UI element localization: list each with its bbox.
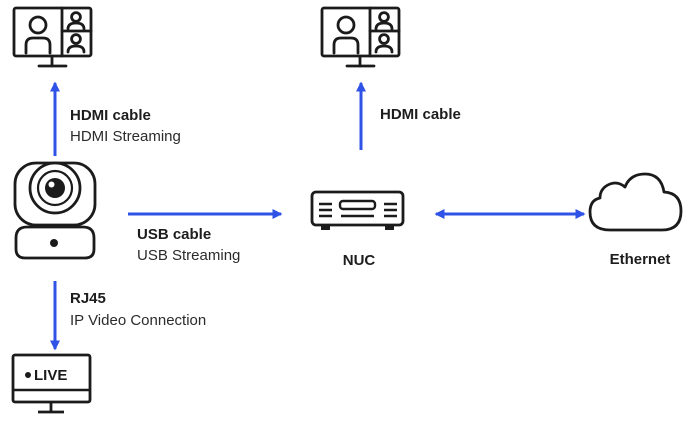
usb-title: USB cable — [137, 226, 212, 243]
connection-arrows — [50, 81, 586, 351]
video-conference-monitor-icon — [320, 6, 401, 68]
rj45-subtitle: IP Video Connection — [70, 312, 207, 329]
live-label: LIVE — [34, 367, 67, 384]
rj45-title: RJ45 — [70, 290, 106, 307]
cloud-icon — [588, 172, 683, 232]
nuc-computer-icon — [310, 190, 405, 230]
nuc-label: NUC — [342, 252, 376, 269]
video-conference-monitor-icon — [12, 6, 93, 68]
ptz-camera-icon — [13, 161, 97, 260]
hdmi-left-subtitle: HDMI Streaming — [70, 128, 181, 145]
usb-subtitle: USB Streaming — [137, 247, 241, 264]
ethernet-label: Ethernet — [609, 251, 671, 268]
hdmi-left-title: HDMI cable — [70, 107, 151, 124]
live-stream-monitor-icon: LIVE — [11, 353, 92, 414]
hdmi-right-title: HDMI cable — [380, 106, 461, 123]
